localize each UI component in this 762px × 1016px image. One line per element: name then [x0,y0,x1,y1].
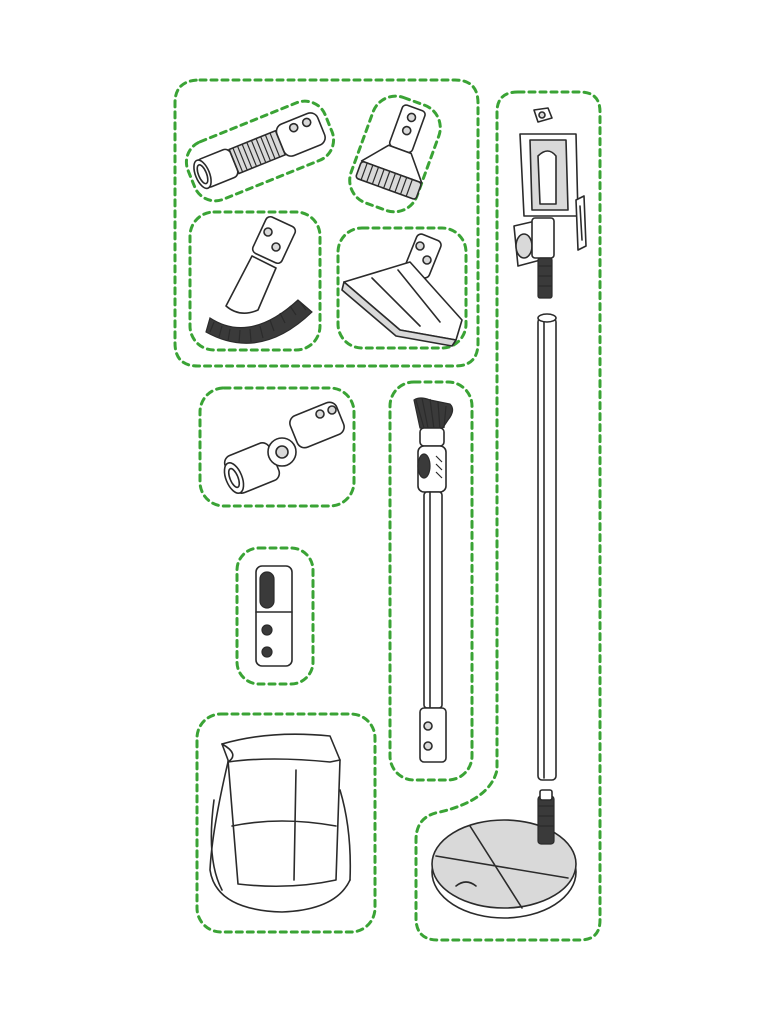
crevice-brush-icon [413,397,454,763]
storage-bag-icon [209,733,352,913]
quick-release-adapter-icon [255,565,293,667]
extension-tube-icon [537,313,557,781]
border-wide-nozzle [336,226,468,350]
soft-brush-icon [205,215,313,344]
border-mini-brush [348,94,442,214]
border-hose-tool [184,99,336,203]
group-crevice-tool [388,380,474,782]
wall-dock-icon [513,107,579,299]
mini-brush-icon [355,104,426,200]
hose-tool-icon [193,112,326,190]
group-adapter [198,386,356,508]
group-quick-release [235,546,315,686]
wide-nozzle-icon [341,233,463,347]
group-storage-bag [195,712,377,934]
border-soft-brush [188,210,322,352]
stand-base-icon [431,789,577,919]
group-top-tools [173,78,480,368]
up-top-adapter-icon [223,401,345,494]
clip-icon [575,195,587,251]
group-stand-assembly [414,90,602,942]
